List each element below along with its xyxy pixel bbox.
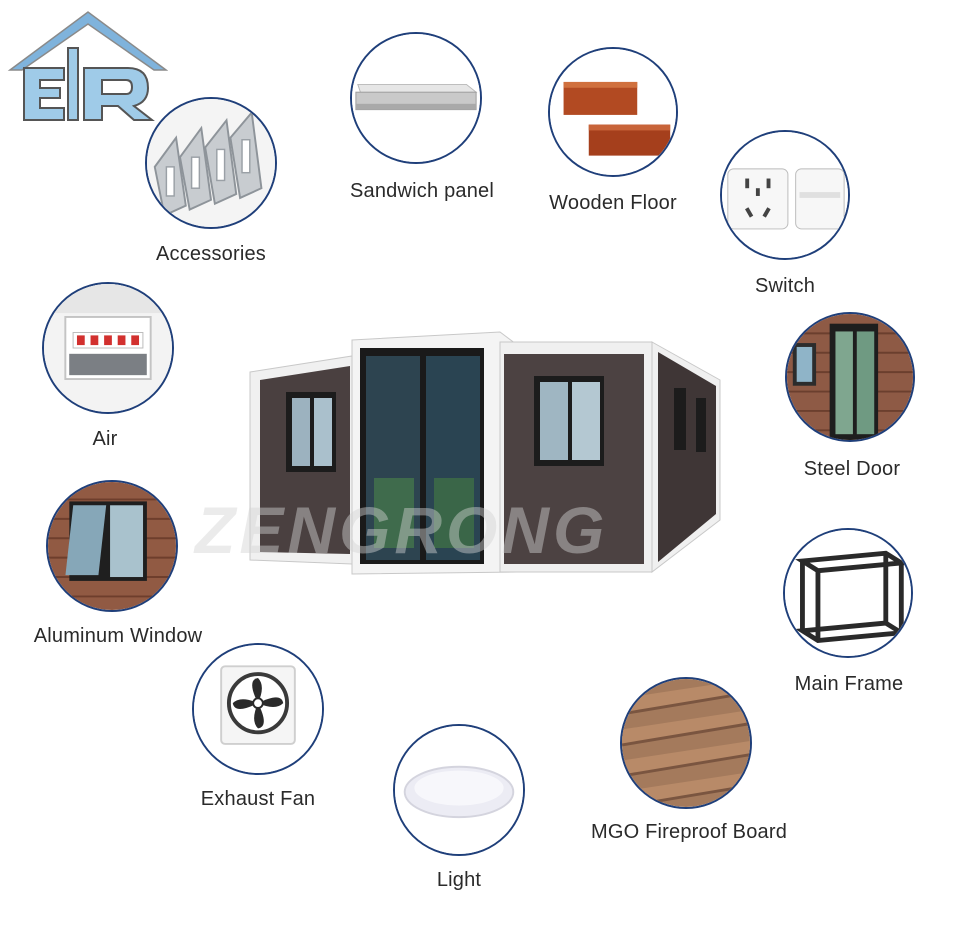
label-switch: Switch (754, 275, 816, 297)
door-icon (787, 314, 913, 440)
label-mgo-fireproof-board: MGO Fireproof Board (590, 821, 788, 843)
watermark-text: ZENGRONG (195, 493, 609, 567)
label-air: Air (92, 428, 118, 450)
house-logo-icon (7, 11, 168, 121)
label-main-frame: Main Frame (794, 673, 904, 695)
wood-planks-icon (550, 49, 676, 175)
feature-wooden-floor (548, 47, 678, 177)
label-aluminum-window: Aluminum Window (33, 625, 203, 647)
label-wooden-floor: Wooden Floor (549, 192, 677, 214)
panel-icon (352, 34, 480, 162)
feature-exhaust-fan (192, 643, 324, 775)
feature-air (42, 282, 174, 414)
aluminum-profiles-icon (147, 99, 275, 227)
air-conditioner-icon (44, 284, 172, 412)
fan-icon (194, 645, 322, 773)
label-accessories: Accessories (155, 243, 267, 265)
feature-switch (720, 130, 850, 260)
label-light: Light (436, 869, 482, 891)
feature-accessories (145, 97, 277, 229)
ceiling-light-icon (395, 726, 523, 854)
feature-aluminum-window (46, 480, 178, 612)
label-steel-door: Steel Door (803, 458, 901, 480)
board-icon (622, 679, 750, 807)
power-socket-icon (722, 132, 848, 258)
feature-steel-door (785, 312, 915, 442)
label-exhaust-fan: Exhaust Fan (200, 788, 316, 810)
feature-main-frame (783, 528, 913, 658)
container-house-image (249, 331, 721, 575)
feature-light (393, 724, 525, 856)
feature-mgo-fireproof-board (620, 677, 752, 809)
label-sandwich-panel: Sandwich panel (349, 180, 495, 202)
feature-sandwich-panel (350, 32, 482, 164)
steel-frame-icon (785, 530, 911, 656)
window-icon (48, 482, 176, 610)
